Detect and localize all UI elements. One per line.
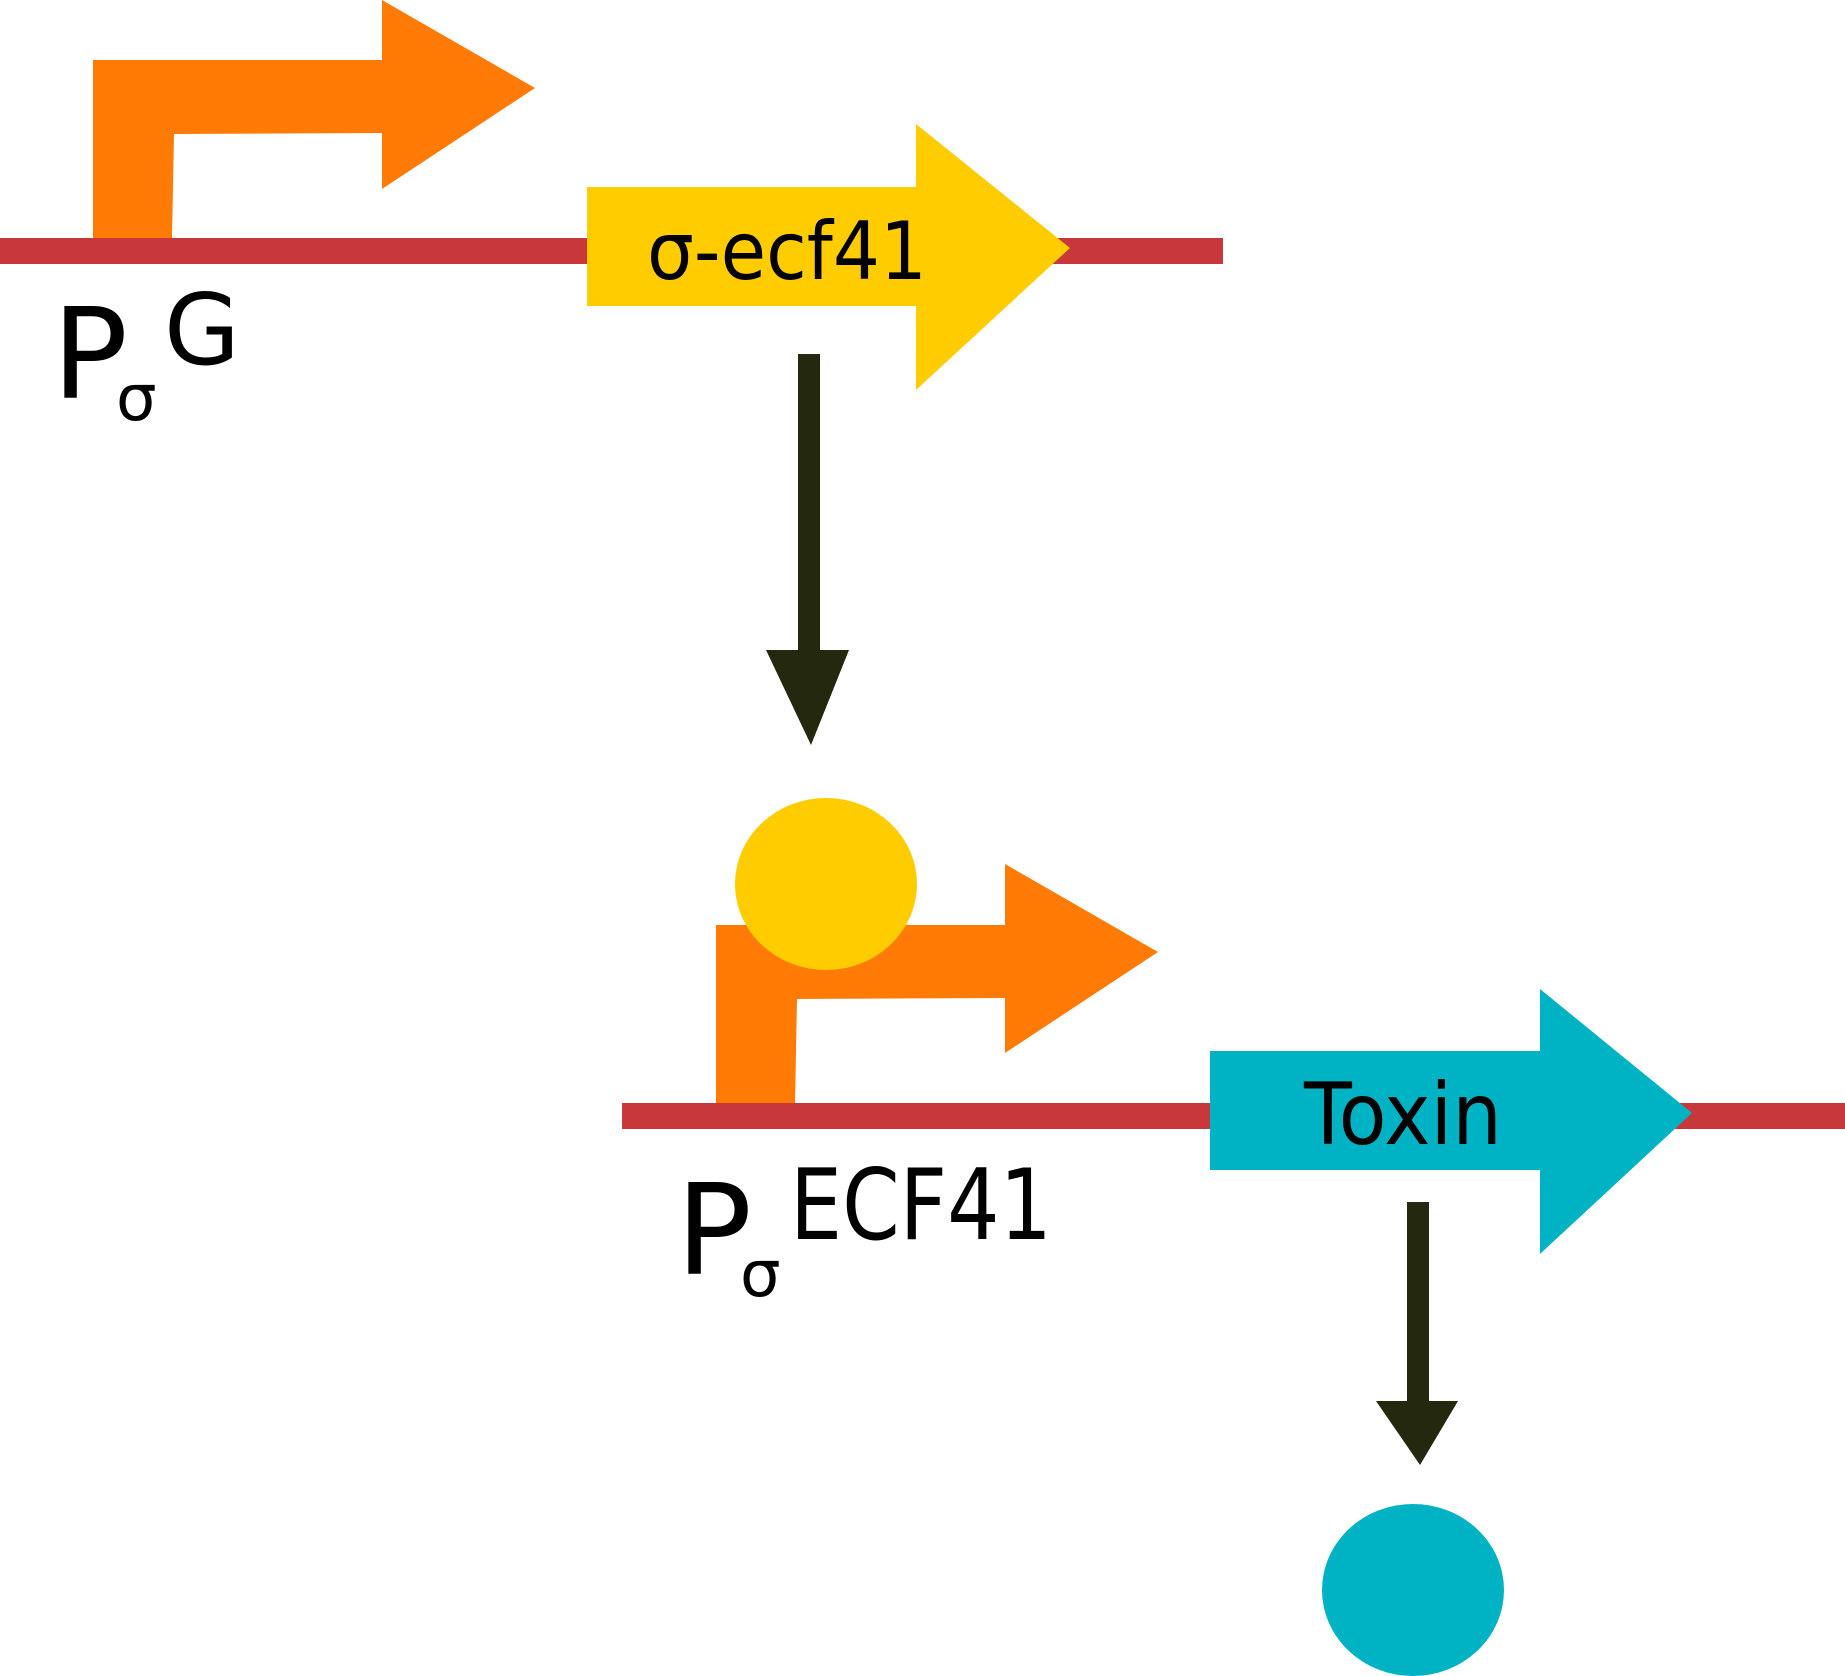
sigma-ecf41-gene-arrow bbox=[587, 124, 1070, 390]
promoter-arrow-top-icon bbox=[93, 0, 535, 238]
toxin-gene-label: Toxin bbox=[1303, 1065, 1502, 1165]
promoter-bottom-superscript-label: ECF41 bbox=[790, 1149, 1052, 1263]
toxin-gene-arrow bbox=[1210, 989, 1692, 1254]
activation-arrow-2-shaft bbox=[1407, 1202, 1429, 1402]
promoter-top-superscript-label: G bbox=[164, 274, 240, 388]
promoter-top-main-label: P bbox=[52, 281, 128, 428]
activation-arrow-1-shaft bbox=[798, 354, 820, 654]
toxin-protein-circle-icon bbox=[1322, 1504, 1504, 1676]
promoter-top-subscript-label: σ bbox=[116, 362, 157, 436]
sigma-ecf41-gene-label: σ-ecf41 bbox=[647, 205, 927, 298]
activation-arrow-2-head-icon bbox=[1376, 1401, 1458, 1465]
activation-arrow-1-head-icon bbox=[766, 650, 849, 745]
promoter-bottom-subscript-label: σ bbox=[740, 1238, 781, 1312]
promoter-arrow-bottom-icon bbox=[716, 864, 1158, 1103]
sigma-protein-circle-icon bbox=[735, 798, 917, 970]
promoter-bottom-main-label: P bbox=[676, 1157, 752, 1304]
